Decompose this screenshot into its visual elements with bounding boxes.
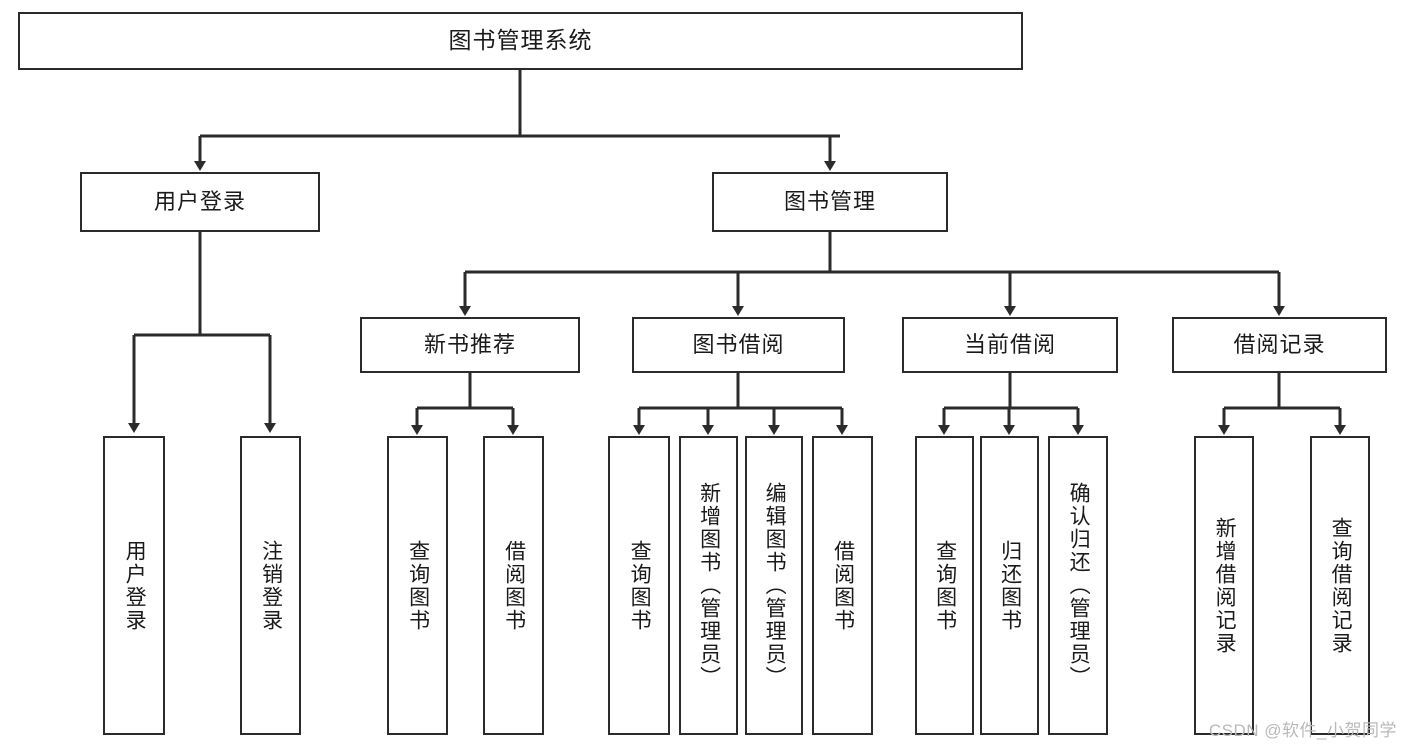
node-label: 图书管理系统 [448, 27, 593, 54]
node-leaf-return-book[interactable]: 归还图书 [980, 436, 1039, 735]
node-leaf-query-borrow-record[interactable]: 查询借阅记录 [1310, 436, 1370, 735]
node-label: 确认归还（管理员） [1067, 482, 1091, 689]
node-book-borrow[interactable]: 图书借阅 [632, 317, 845, 373]
node-leaf-query-book-3[interactable]: 查询图书 [915, 436, 974, 735]
node-leaf-query-book-2[interactable]: 查询图书 [608, 436, 670, 735]
node-book-manage[interactable]: 图书管理 [712, 172, 948, 232]
node-label: 当前借阅 [963, 331, 1056, 357]
node-leaf-logout-login[interactable]: 注销登录 [240, 436, 301, 735]
node-leaf-edit-book-admin[interactable]: 编辑图书（管理员） [745, 436, 803, 735]
node-label: 编辑图书（管理员） [763, 482, 787, 689]
node-label: 新书推荐 [423, 331, 516, 357]
node-label: 新增图书（管理员） [697, 482, 721, 689]
node-leaf-borrow-book-2[interactable]: 借阅图书 [812, 436, 873, 735]
node-user-login[interactable]: 用户登录 [80, 172, 320, 232]
node-current-borrow[interactable]: 当前借阅 [902, 317, 1118, 373]
node-borrow-record[interactable]: 借阅记录 [1172, 317, 1387, 373]
node-label: 用户登录 [123, 539, 147, 632]
node-leaf-confirm-return-admin[interactable]: 确认归还（管理员） [1048, 436, 1108, 735]
node-leaf-borrow-book-1[interactable]: 借阅图书 [483, 436, 544, 735]
node-label: 新增借阅记录 [1213, 516, 1237, 655]
watermark-text: CSDN @软件_小贺同学 [1208, 721, 1397, 740]
node-label: 借阅图书 [502, 539, 526, 632]
node-label: 用户登录 [153, 188, 246, 214]
node-system-root[interactable]: 图书管理系统 [18, 12, 1023, 70]
node-label: 借阅图书 [831, 539, 855, 632]
node-label: 注销登录 [259, 539, 283, 632]
node-label: 图书借阅 [692, 331, 785, 357]
node-leaf-query-book-1[interactable]: 查询图书 [387, 436, 448, 735]
node-label: 借阅记录 [1233, 331, 1326, 357]
node-label: 查询借阅记录 [1329, 516, 1353, 655]
node-new-book-recommend[interactable]: 新书推荐 [360, 317, 580, 373]
node-label: 查询图书 [406, 539, 430, 632]
node-label: 归还图书 [998, 539, 1022, 632]
node-leaf-add-borrow-record[interactable]: 新增借阅记录 [1194, 436, 1254, 735]
node-label: 图书管理 [783, 188, 876, 214]
node-leaf-add-book-admin[interactable]: 新增图书（管理员） [679, 436, 738, 735]
node-leaf-user-login[interactable]: 用户登录 [103, 436, 165, 735]
node-label: 查询图书 [628, 539, 652, 632]
node-label: 查询图书 [933, 539, 957, 632]
